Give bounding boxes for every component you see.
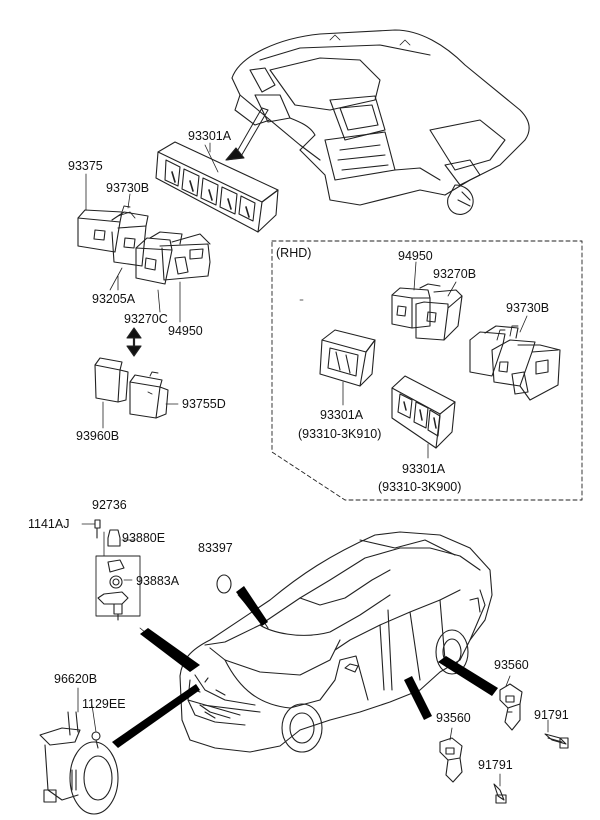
- label-93310-3K900: (93310-3K900): [378, 480, 462, 494]
- switch-panel-93301A: [155, 141, 279, 233]
- label-91791-b: 91791: [478, 758, 513, 772]
- sensor-93560-b: [439, 737, 463, 783]
- rhd-switches: [391, 283, 463, 341]
- callout-arrows: [112, 586, 498, 748]
- dashboard-illustration: [231, 29, 530, 215]
- label-93560-a: 93560: [494, 658, 529, 672]
- label-93375: 93375: [68, 159, 103, 173]
- label-94950-rhd: 94950: [398, 249, 433, 263]
- label-93205A: 93205A: [92, 292, 136, 306]
- label-83397: 83397: [198, 541, 233, 555]
- label-94950-left: 94950: [168, 324, 203, 338]
- label-93560-b: 93560: [436, 711, 471, 725]
- grommet-83397: [216, 574, 232, 594]
- leader-lines-top: [85, 142, 304, 429]
- bolt-91791-b: [493, 783, 507, 804]
- label-91791-a: 91791: [534, 708, 569, 722]
- car-illustration: [179, 531, 493, 753]
- rhd-box-border: [271, 240, 583, 501]
- label-1141AJ: 1141AJ: [28, 517, 70, 531]
- rhd-title: (RHD): [276, 246, 312, 260]
- rhd-bezel-3K910: [319, 329, 376, 387]
- sensor-93560-a: [499, 683, 523, 731]
- blank-covers: [94, 357, 169, 419]
- label-93883A: 93883A: [136, 574, 180, 588]
- horn-96620B: [39, 711, 119, 815]
- label-1129EE: 1129EE: [82, 697, 126, 711]
- switch-cluster-left: [77, 205, 211, 285]
- label-92736: 92736: [92, 498, 127, 512]
- label-93730B-rhd: 93730B: [506, 301, 550, 315]
- label-93301A-rhd2: 93301A: [402, 462, 446, 476]
- label-96620B: 96620B: [54, 672, 98, 686]
- label-93310-3K910: (93310-3K910): [298, 427, 382, 441]
- label-93755D: 93755D: [182, 397, 226, 411]
- rhd-bezel-3K900: [391, 375, 456, 449]
- rhd-93730B: [469, 325, 561, 401]
- label-93880E: 93880E: [122, 531, 166, 545]
- label-93301A-top: 93301A: [188, 129, 232, 143]
- label-93730B-left: 93730B: [106, 181, 150, 195]
- label-93960B: 93960B: [76, 429, 120, 443]
- label-93270B-rhd: 93270B: [433, 267, 477, 281]
- label-93301A-rhd1: 93301A: [320, 408, 364, 422]
- sensor-assembly: [94, 519, 141, 621]
- bolt-91791-a: [544, 733, 569, 749]
- label-93270C: 93270C: [124, 312, 168, 326]
